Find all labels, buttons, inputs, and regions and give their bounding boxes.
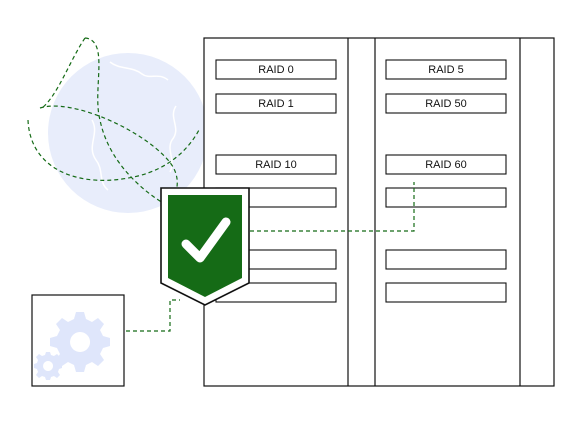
shield-check-icon [160,187,250,306]
globe-body [48,53,208,213]
raid-label-5: RAID 5 [428,64,463,76]
raid-label-50: RAID 50 [425,98,467,110]
drive-slot-raid-5 [385,59,507,80]
raid-label-10: RAID 10 [255,159,297,171]
drive-slot [385,187,507,208]
connector-gear-to-shield [126,299,180,332]
drive-slot-raid-10 [215,154,337,175]
raid-label-1: RAID 1 [258,98,293,110]
raid-label-0: RAID 0 [258,64,293,76]
orbit-line-4 [41,37,86,109]
gear-icon [34,312,110,380]
globe-continent-line [169,105,177,173]
gear-box [31,294,125,387]
drive-slot-raid-1 [215,93,337,114]
orbit-line-1 [84,37,169,207]
drive-slot-raid-0 [215,59,337,80]
drive-slot [385,249,507,270]
gear-small [34,352,62,380]
orbit-lines [27,37,201,207]
gear-large [50,312,110,372]
drive-slot-raid-60 [385,154,507,175]
server-rack-frame [203,37,555,387]
raid-label-60: RAID 60 [425,159,467,171]
server-rack-icon [203,37,555,387]
raid-labels: RAID 0 RAID 1 RAID 10 RAID 5 RAID 50 RAI… [255,64,467,171]
globe-icon [48,53,208,213]
checkmark-icon [181,217,231,263]
globe-continent-line [91,119,109,191]
orbit-line-2 [39,105,178,207]
orbit-line-3 [27,119,201,181]
connector-lines [126,182,415,332]
connector-shield-to-drive [250,182,415,232]
globe-continent-line [109,61,169,81]
drive-column-right [385,59,507,303]
drive-slot [385,282,507,303]
drive-slot-raid-50 [385,93,507,114]
